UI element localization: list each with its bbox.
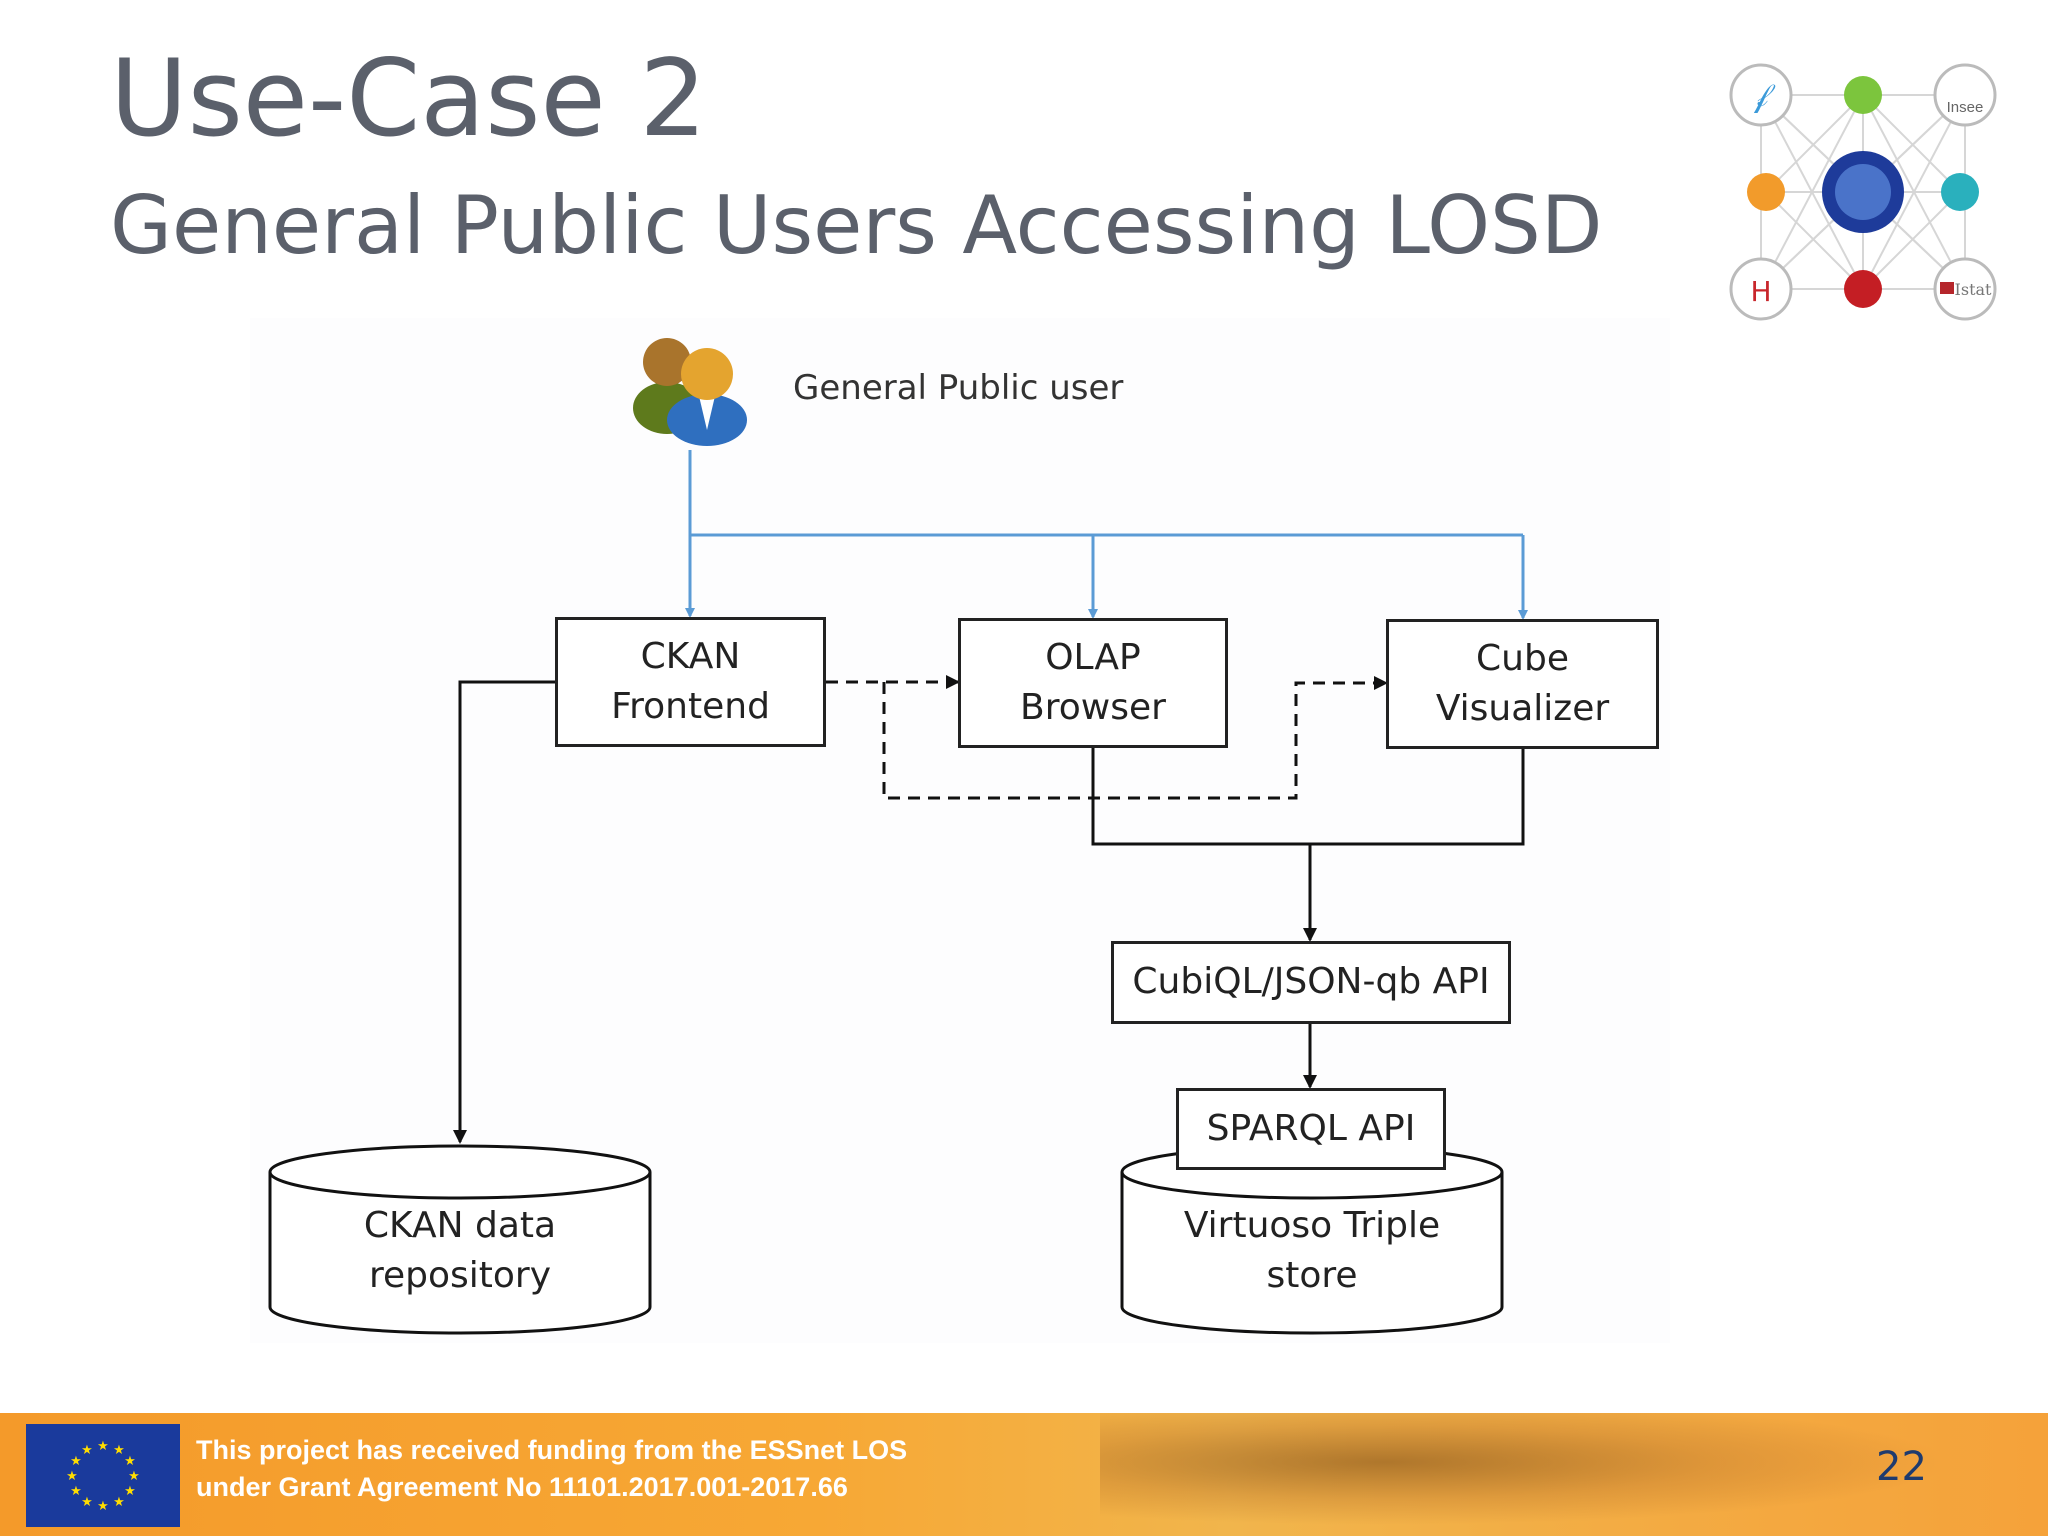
virtuoso-store-line1: Virtuoso Triple <box>1183 1205 1441 1246</box>
svg-text:★: ★ <box>97 1499 109 1514</box>
footer-decoration <box>1100 1413 2048 1536</box>
eu-flag-icon: ★★★ ★★★ ★★★ ★★★ <box>26 1424 180 1527</box>
users-icon <box>633 338 747 446</box>
cube-visualizer-line2: Visualizer <box>1435 688 1610 729</box>
cube-visualizer-line1: Cube <box>1476 637 1569 679</box>
navigation-dashed-arrows <box>826 675 1388 800</box>
funding-statement: This project has received funding from t… <box>196 1432 907 1506</box>
olap-browser-line1: OLAP <box>1045 636 1141 678</box>
general-public-user-label: General Public user <box>793 368 1124 408</box>
slide-title: Use-Case 2 <box>110 37 707 160</box>
funding-line-1: This project has received funding from t… <box>196 1435 908 1465</box>
svg-text:★: ★ <box>70 1484 82 1499</box>
svg-text:H: H <box>1750 275 1771 308</box>
sparql-api-node: SPARQL API <box>1176 1088 1446 1170</box>
ckan-repository-line2: repository <box>368 1255 552 1297</box>
page-number: 22 <box>1876 1444 1927 1490</box>
svg-text:★: ★ <box>66 1469 78 1484</box>
slide-subtitle: General Public Users Accessing LOSD <box>110 179 1603 272</box>
user-access-arrows <box>685 450 1528 620</box>
ckan-repository-label: CKAN data repository <box>270 1201 650 1302</box>
ckan-repository-line1: CKAN data <box>363 1205 557 1246</box>
olap-browser-node: OLAP Browser <box>958 618 1228 748</box>
istat-label: Istat <box>1955 280 1993 299</box>
svg-text:★: ★ <box>70 1454 82 1469</box>
virtuoso-store-line2: store <box>1266 1255 1358 1297</box>
ckan-repository-cylinder <box>268 1172 652 1335</box>
svg-text:★: ★ <box>128 1469 140 1484</box>
ckan-frontend-line1: CKAN <box>640 635 741 677</box>
ckan-frontend-node: CKAN Frontend <box>555 617 826 747</box>
consortium-network-logo: 𝒻 Insee H Istat <box>1729 63 1997 321</box>
svg-text:★: ★ <box>81 1443 93 1458</box>
svg-text:★: ★ <box>81 1495 93 1510</box>
olap-browser-line2: Browser <box>1020 687 1166 728</box>
insee-label: Insee <box>1947 99 1984 116</box>
ckan-frontend-line2: Frontend <box>611 686 770 727</box>
svg-text:★: ★ <box>124 1454 136 1469</box>
svg-text:★: ★ <box>113 1495 125 1510</box>
data-flow-arrows <box>453 680 1525 1144</box>
virtuoso-store-cylinder <box>1120 1172 1504 1335</box>
svg-text:★: ★ <box>113 1443 125 1458</box>
svg-text:★: ★ <box>124 1484 136 1499</box>
svg-text:★: ★ <box>97 1439 109 1454</box>
virtuoso-store-label: Virtuoso Triple store <box>1122 1201 1502 1302</box>
funding-line-2: under Grant Agreement No 11101.2017.001-… <box>196 1472 848 1502</box>
cubiql-api-node: CubiQL/JSON-qb API <box>1111 941 1511 1024</box>
